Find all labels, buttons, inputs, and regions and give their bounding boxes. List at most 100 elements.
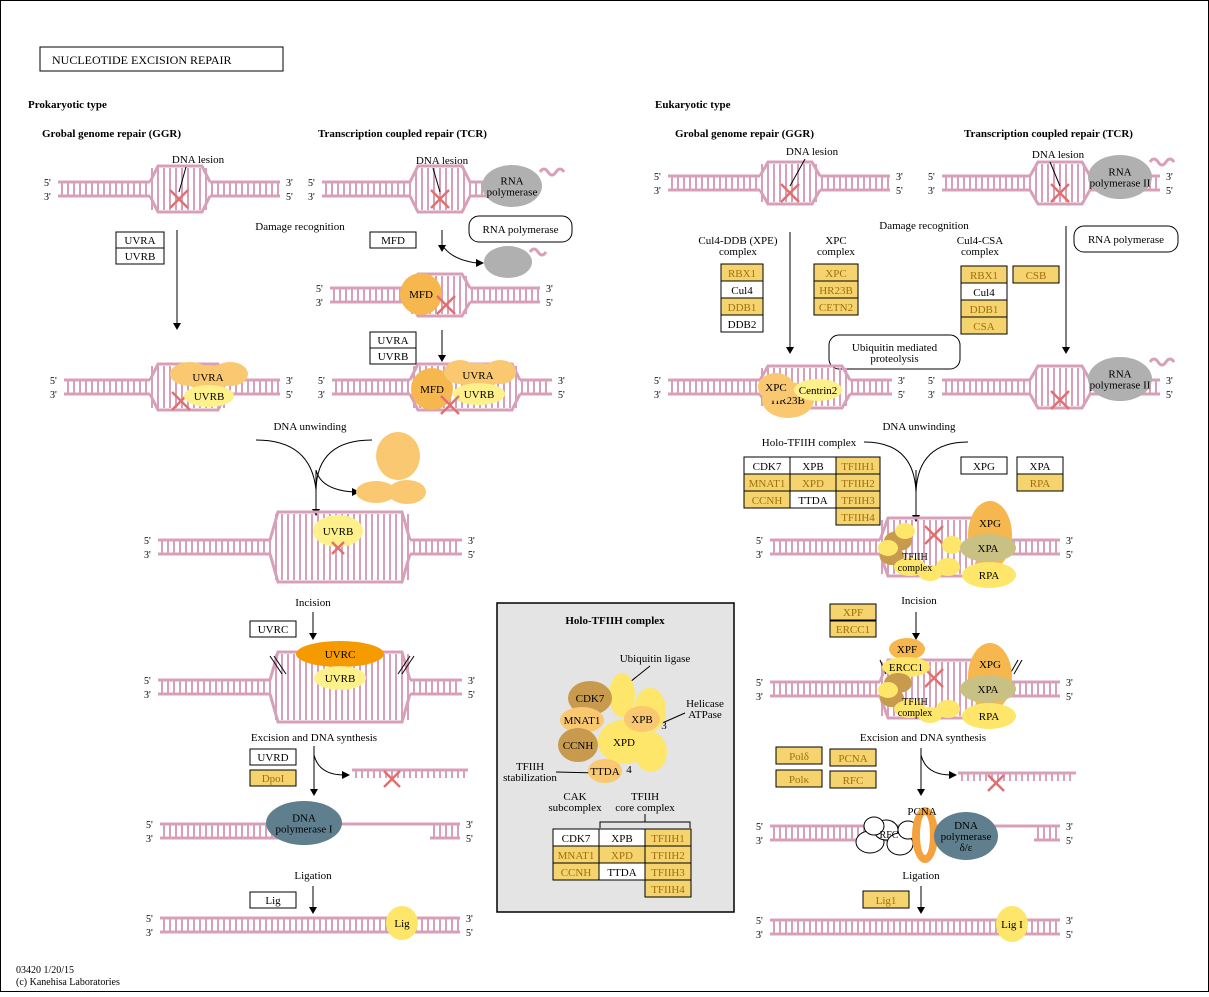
dna-5prime-label: 5' <box>144 536 151 547</box>
inset-tfiih-box: XPD <box>598 845 646 864</box>
euk-excision-label: Excision and DNA synthesis <box>860 732 986 744</box>
inset-xpb: XPB <box>624 706 660 732</box>
dna-3prime-label: 3' <box>756 930 763 941</box>
dna-3prime-label: 3' <box>546 284 553 295</box>
euk-tfiih-box: TFIIH2 <box>835 473 881 492</box>
prok-released-uvra <box>356 481 396 503</box>
protein-label: CDK7 <box>576 693 605 705</box>
arrow-head <box>786 347 794 354</box>
prok-ggr-dna-lesion-label: DNA lesion <box>172 154 225 166</box>
gene-box-label: DDB1 <box>970 304 999 316</box>
euk-tfiih-subunit <box>878 540 898 556</box>
dna-3prime-label: 3' <box>654 186 661 197</box>
prok-ggr-title: Grobal genome repair (GGR) <box>42 128 181 140</box>
gene-box-label: UVRA <box>377 335 408 347</box>
euk-tfiih-box: TFIIH4 <box>835 507 881 526</box>
gene-box-rect <box>862 890 910 909</box>
protein-shape <box>942 536 962 554</box>
arrow-head <box>438 355 446 362</box>
inset-tfiih-stabilization: stabilization <box>503 772 557 784</box>
euk-cul4ddb-label: Cul4-DDB (XPE) <box>698 235 777 247</box>
euk-tcr-title: Transcription coupled repair (TCR) <box>964 128 1133 140</box>
dna-5prime-label: 5' <box>654 172 661 183</box>
dna-3prime-label: 3' <box>756 692 763 703</box>
dna-lesion-mark <box>1050 390 1070 410</box>
protein-shape <box>878 540 898 556</box>
unwinding-arc <box>255 439 317 491</box>
protein-label: UVRB <box>323 526 354 538</box>
dna-5prime-label: 5' <box>1166 186 1173 197</box>
prok-uvrb-open: UVRB <box>313 515 363 547</box>
gene-box-label: CSB <box>1026 270 1047 282</box>
inset-tfiih-stabilization: TFIIH <box>516 761 544 773</box>
protein-label: polymerase <box>487 187 538 199</box>
euk-cul4ddb-box: Cul4 <box>720 280 764 299</box>
euk-rpa: RPA <box>962 562 1016 588</box>
protein-label: δ/ε <box>960 842 973 854</box>
prok-released-rna-pol <box>484 246 532 278</box>
dna-strand <box>408 164 472 183</box>
dna-3prime-label: 3' <box>316 298 323 309</box>
euk-xpc: XPC <box>758 373 794 401</box>
euk-ligation-arrow <box>917 886 925 914</box>
dna-lesion-mark <box>780 183 800 203</box>
euk-tfiih-subunit <box>936 700 960 718</box>
arrow-head <box>310 789 318 796</box>
gene-box-label: TFIIH3 <box>841 495 875 507</box>
dna-lesion-mark <box>331 541 345 555</box>
inset-pointer <box>659 712 686 725</box>
gene-box-label: Polκ <box>789 774 810 786</box>
dna-5prime-label: 5' <box>286 192 293 203</box>
gene-box-label: TFIIH1 <box>841 461 875 473</box>
release-arrow-head <box>949 771 957 779</box>
lesion-pointer <box>178 166 187 193</box>
euk-tfiih-label: complex <box>898 563 932 574</box>
arrow-head <box>917 789 925 796</box>
prok-mfd-box: MFD <box>369 231 417 249</box>
gene-box-rect <box>775 746 823 765</box>
protein-label: XPA <box>978 684 999 696</box>
protein-label: Lig <box>394 918 410 930</box>
gene-box-label: UVRC <box>258 624 289 636</box>
note-box-label: RNA polymerase <box>1088 234 1164 246</box>
euk-pcna-box: PCNA <box>829 748 877 767</box>
inset-tfiih-box: CDK7 <box>552 828 600 847</box>
gene-box-label: UVRD <box>257 752 288 764</box>
protein-label: MNAT1 <box>564 715 601 727</box>
lesion-stroke <box>169 189 189 209</box>
dna-5prime-label: 5' <box>928 376 935 387</box>
dna-5prime-label: 5' <box>308 178 315 189</box>
gene-box-rect <box>249 769 297 787</box>
prok-excision-label: Excision and DNA synthesis <box>251 732 377 744</box>
gene-box-rect <box>369 347 417 365</box>
lesion-pointer <box>1049 161 1061 187</box>
euk-xpa: XPA <box>960 534 1016 562</box>
protein-shape <box>568 681 612 715</box>
protein-shape <box>356 481 396 503</box>
inset-tfiih-box: MNAT1 <box>552 845 600 864</box>
euk-xpg-label: XPG <box>979 659 1001 671</box>
title-box: NUCLEOTIDE EXCISION REPAIR <box>39 46 284 72</box>
dna-strand <box>408 195 472 214</box>
dna-5prime-label: 5' <box>144 676 151 687</box>
inset-core-label: TFIIH <box>631 791 659 803</box>
prok-tcr-arrow-1 <box>438 230 446 252</box>
dna-5prime-label: 5' <box>468 550 475 561</box>
dna-5prime-label: 5' <box>896 186 903 197</box>
prok-mfd-complex: MFD <box>411 368 453 410</box>
dna-5prime-label: 5' <box>1066 836 1073 847</box>
lesion-stroke <box>1050 183 1070 203</box>
euk-ercc1: ERCC1 <box>882 657 930 677</box>
protein-shape <box>878 682 898 698</box>
gene-box-rect <box>720 314 764 333</box>
euk-tcr-dna-lesion-label: DNA lesion <box>1032 149 1085 161</box>
gene-box-label: RPA <box>1030 478 1050 490</box>
dna-lesion-mark <box>430 189 450 209</box>
euk-xpc-box: XPC <box>813 263 859 282</box>
dna-lesion-mark <box>436 295 456 315</box>
euk-cul4csa-box: CSA <box>960 316 1008 335</box>
lesion-stroke <box>780 183 800 203</box>
protein-shape <box>889 638 925 660</box>
protein-shape <box>758 373 794 401</box>
dna-strand <box>268 510 412 541</box>
